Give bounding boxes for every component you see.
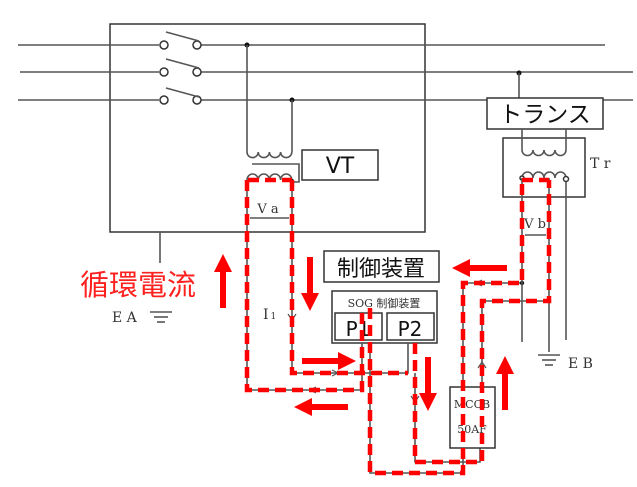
vt-label: VT [326, 154, 355, 179]
terminal-p2 [386, 312, 435, 341]
transformer-label-box [486, 97, 604, 130]
ground-eb-icon [538, 354, 560, 366]
terminal-p1 [334, 312, 383, 341]
arrow-up-icon [496, 356, 514, 410]
arrow-left-icon [452, 259, 507, 277]
mccb-label: MCCB [454, 398, 490, 411]
tr-box [502, 137, 586, 198]
mccb-breaker [449, 386, 496, 449]
breaker-switch-icon [159, 31, 202, 105]
arrow-down-icon [419, 357, 437, 411]
vt-label-box [301, 149, 379, 181]
current-flow-arrows [214, 254, 514, 416]
power-lines [18, 44, 633, 101]
circulating-current-label: 循環電流 [80, 268, 196, 302]
tr-label: T r [590, 156, 611, 172]
arrow-right-icon [302, 352, 356, 370]
va-label: V a [256, 202, 279, 217]
arrow-up-icon [214, 254, 232, 308]
eb-label: E B [568, 356, 593, 372]
p2-label: P2 [398, 317, 423, 341]
ea-label: E A [112, 310, 138, 326]
arrow-down-icon [301, 257, 319, 311]
control-device-box [323, 250, 440, 283]
circulating-current-path [244, 177, 552, 476]
sog-device-label: SOG 制御装置 [348, 296, 421, 310]
main-cabinet [109, 23, 426, 233]
vb-label: V b [523, 217, 546, 232]
control-device-label: 制御装置 [337, 257, 425, 282]
transformer-label: トランス [499, 102, 591, 128]
p1-label: P1 [346, 317, 371, 341]
arrow-left-icon [294, 398, 348, 416]
ground-ea-icon [150, 311, 172, 323]
